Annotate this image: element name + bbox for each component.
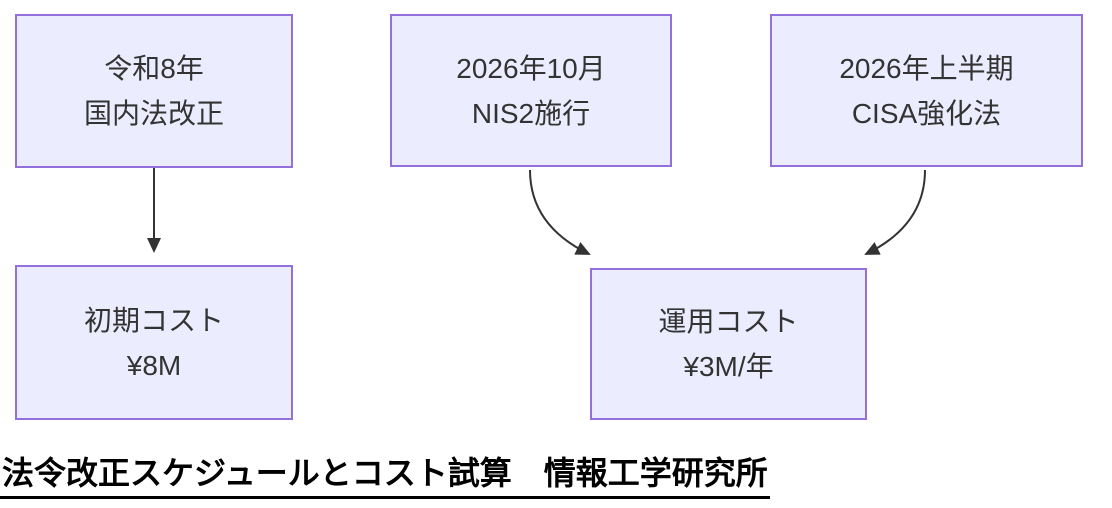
node-cisa: 2026年上半期 CISA強化法 — [770, 14, 1083, 167]
node-cisa-line1: 2026年上半期 — [839, 52, 1014, 84]
node-cisa-line2: CISA強化法 — [851, 97, 1002, 129]
diagram-title: 法令改正スケジュールとコスト試算 情報工学研究所 — [0, 452, 770, 499]
node-nis2-line2: NIS2施行 — [471, 97, 591, 129]
edge-nis2-to-operating-cost — [529, 169, 591, 255]
node-initial-cost-line1: 初期コスト — [83, 304, 224, 336]
node-reiwa8: 令和8年 国内法改正 — [15, 14, 293, 168]
node-initial-cost-line2: ¥8M — [126, 349, 182, 381]
node-operating-cost: 運用コスト ¥3M/年 — [590, 268, 867, 420]
node-operating-cost-line2: ¥3M/年 — [683, 351, 774, 382]
node-nis2-line1: 2026年10月 — [456, 52, 606, 84]
node-reiwa8-line2: 国内法改正 — [83, 98, 224, 129]
node-initial-cost: 初期コスト ¥8M — [15, 265, 293, 420]
node-operating-cost-line1: 運用コスト — [658, 306, 799, 337]
edge-cisa-to-operating-cost — [864, 169, 926, 255]
node-reiwa8-line1: 令和8年 — [104, 53, 204, 84]
node-nis2: 2026年10月 NIS2施行 — [390, 14, 672, 167]
